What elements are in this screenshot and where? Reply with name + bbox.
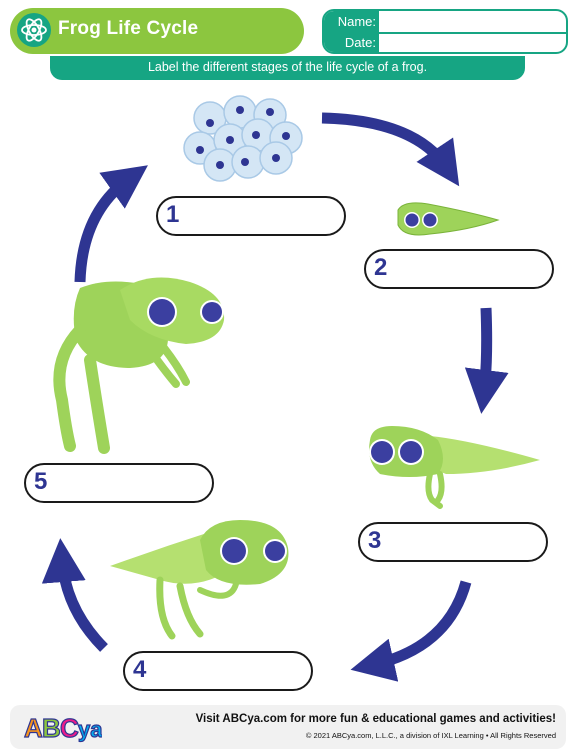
froglet-image [110,520,289,640]
tadpole-with-legs-image [369,426,540,509]
page-title: Frog Life Cycle [58,18,199,39]
stage-4-answer-box[interactable] [123,651,313,691]
abcya-logo: A B C ya [23,712,102,743]
stage-3-answer-box[interactable] [358,522,548,562]
stage-2-answer-box[interactable] [364,249,554,289]
stage-5-answer-box[interactable] [24,463,214,503]
stage-1-number: 1 [166,201,180,228]
date-label: Date: [344,35,376,50]
tadpole-image [397,202,500,236]
stage-2-number: 2 [374,254,388,281]
stage-1-answer-box[interactable] [156,196,346,236]
logo-letter-b: B [42,713,61,743]
frog-eggs-image [183,95,303,182]
stage-3-number: 3 [368,527,382,554]
logo-letter-c: C [60,713,79,743]
footer-bar [10,705,566,749]
logo-letter-a: A [24,713,43,743]
instruction-banner [50,56,525,80]
instruction-text: Label the different stages of the life c… [147,60,428,74]
adult-frog-image [53,277,225,454]
arrow-legs-to-froglet [350,580,472,682]
cycle-arrows [41,112,509,682]
date-field[interactable]: Date: [324,32,566,52]
atom-icon [17,13,51,47]
arrow-eggs-to-tadpole [321,112,460,187]
stage-5-number: 5 [34,468,48,495]
stage-4-number: 4 [133,656,147,683]
logo-letters-ya: ya [78,717,102,742]
arrow-tadpole-to-legs [464,307,509,414]
name-field[interactable]: Name: [324,11,566,34]
name-label: Name: [337,14,376,29]
name-date-box: Name: Date: [322,9,568,54]
arrow-froglet-to-young [41,538,108,652]
footer-copyright: © 2021 ABCya.com, L.L.C., a division of … [305,731,556,740]
arrow-frog-to-eggs [74,165,148,283]
footer-promo[interactable]: Visit ABCya.com for more fun & education… [195,713,556,725]
title-banner [10,8,304,54]
